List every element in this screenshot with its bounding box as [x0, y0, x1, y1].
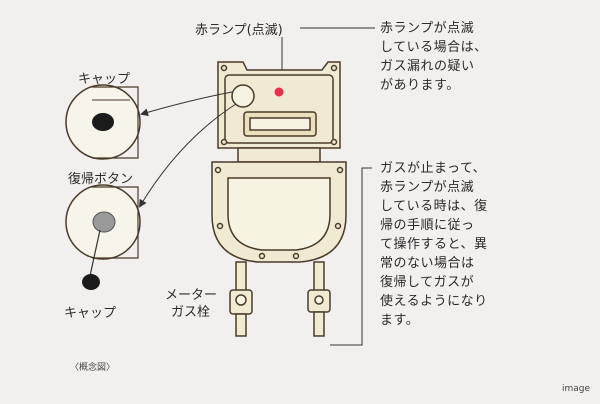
reset-button-detail-zoom [65, 184, 141, 290]
stop-note-line: 赤ランプが点滅 [380, 180, 475, 195]
image-caption: image [562, 384, 591, 394]
outlet-pipe [313, 261, 325, 293]
valve-lower-pipe [235, 313, 247, 337]
leak-note-line: している場合は、 [380, 40, 488, 55]
screw-icon [214, 166, 222, 174]
red-lamp-icon [274, 87, 284, 97]
red-lamp-label: 赤ランプ(点滅) [195, 23, 283, 38]
cap-zoom-arrow [140, 91, 233, 117]
gas-meter [211, 61, 347, 337]
outlet-nut-icon [314, 295, 324, 305]
reset-zoom-arrow [138, 103, 237, 208]
valve-knob-icon [235, 294, 247, 306]
stop-note: ガスが止まって、 赤ランプが点滅 している時は、復 帰の手順に従っ て操作すると… [380, 159, 510, 330]
leak-note: 赤ランプが点滅 している場合は、 ガス漏れの疑い があります。 [380, 19, 510, 95]
stop-note-line: て操作すると、異 [380, 237, 488, 252]
screw-icon [330, 138, 338, 146]
leak-note-line: ガス漏れの疑い [380, 59, 475, 74]
cap-detail-zoom [65, 84, 141, 160]
cap-icon [92, 113, 114, 131]
stop-note-line: している時は、復 [380, 199, 488, 214]
reset-button-label: 復帰ボタン [68, 172, 134, 187]
leak-note-line: があります。 [380, 78, 460, 93]
reset-zoom-housing [92, 186, 139, 259]
meter-neck [237, 147, 321, 163]
screw-icon [330, 64, 338, 72]
meter-valve-label-2: ガス栓 [171, 305, 211, 320]
cap-label-bottom: キャップ [64, 306, 117, 321]
stop-note-line: 復帰してガスが [380, 275, 475, 290]
stop-note-bracket [330, 167, 372, 346]
screw-icon [258, 252, 266, 260]
stop-note-line: ます。 [380, 313, 420, 328]
reset-cap-on-meter [231, 84, 255, 108]
meter-display-screen [249, 117, 311, 131]
screw-icon [334, 222, 342, 230]
concept-caption: 〈概念図〉 [70, 363, 116, 373]
screw-icon [336, 166, 344, 174]
stop-note-line: ガスが止まって、 [380, 161, 487, 176]
cap-label-top: キャップ [78, 72, 131, 87]
screw-icon [220, 138, 228, 146]
meter-body-inner-panel [227, 177, 331, 251]
removed-cap-icon [82, 274, 100, 290]
meter-valve-label-1: メーター [165, 288, 218, 303]
stop-note-line: 帰の手順に従っ [380, 218, 475, 233]
stop-note-line: 常のない場合は [380, 256, 475, 271]
stop-note-line: 使えるようになり [380, 294, 488, 309]
screw-icon [292, 252, 300, 260]
leak-note-line: 赤ランプが点滅 [380, 21, 475, 36]
reset-button-icon [92, 211, 116, 233]
screw-icon [220, 64, 228, 72]
outlet-lower-pipe [313, 311, 325, 337]
screw-icon [216, 222, 224, 230]
cap-zoom-housing [92, 86, 139, 159]
cap-chain-line [89, 229, 101, 277]
